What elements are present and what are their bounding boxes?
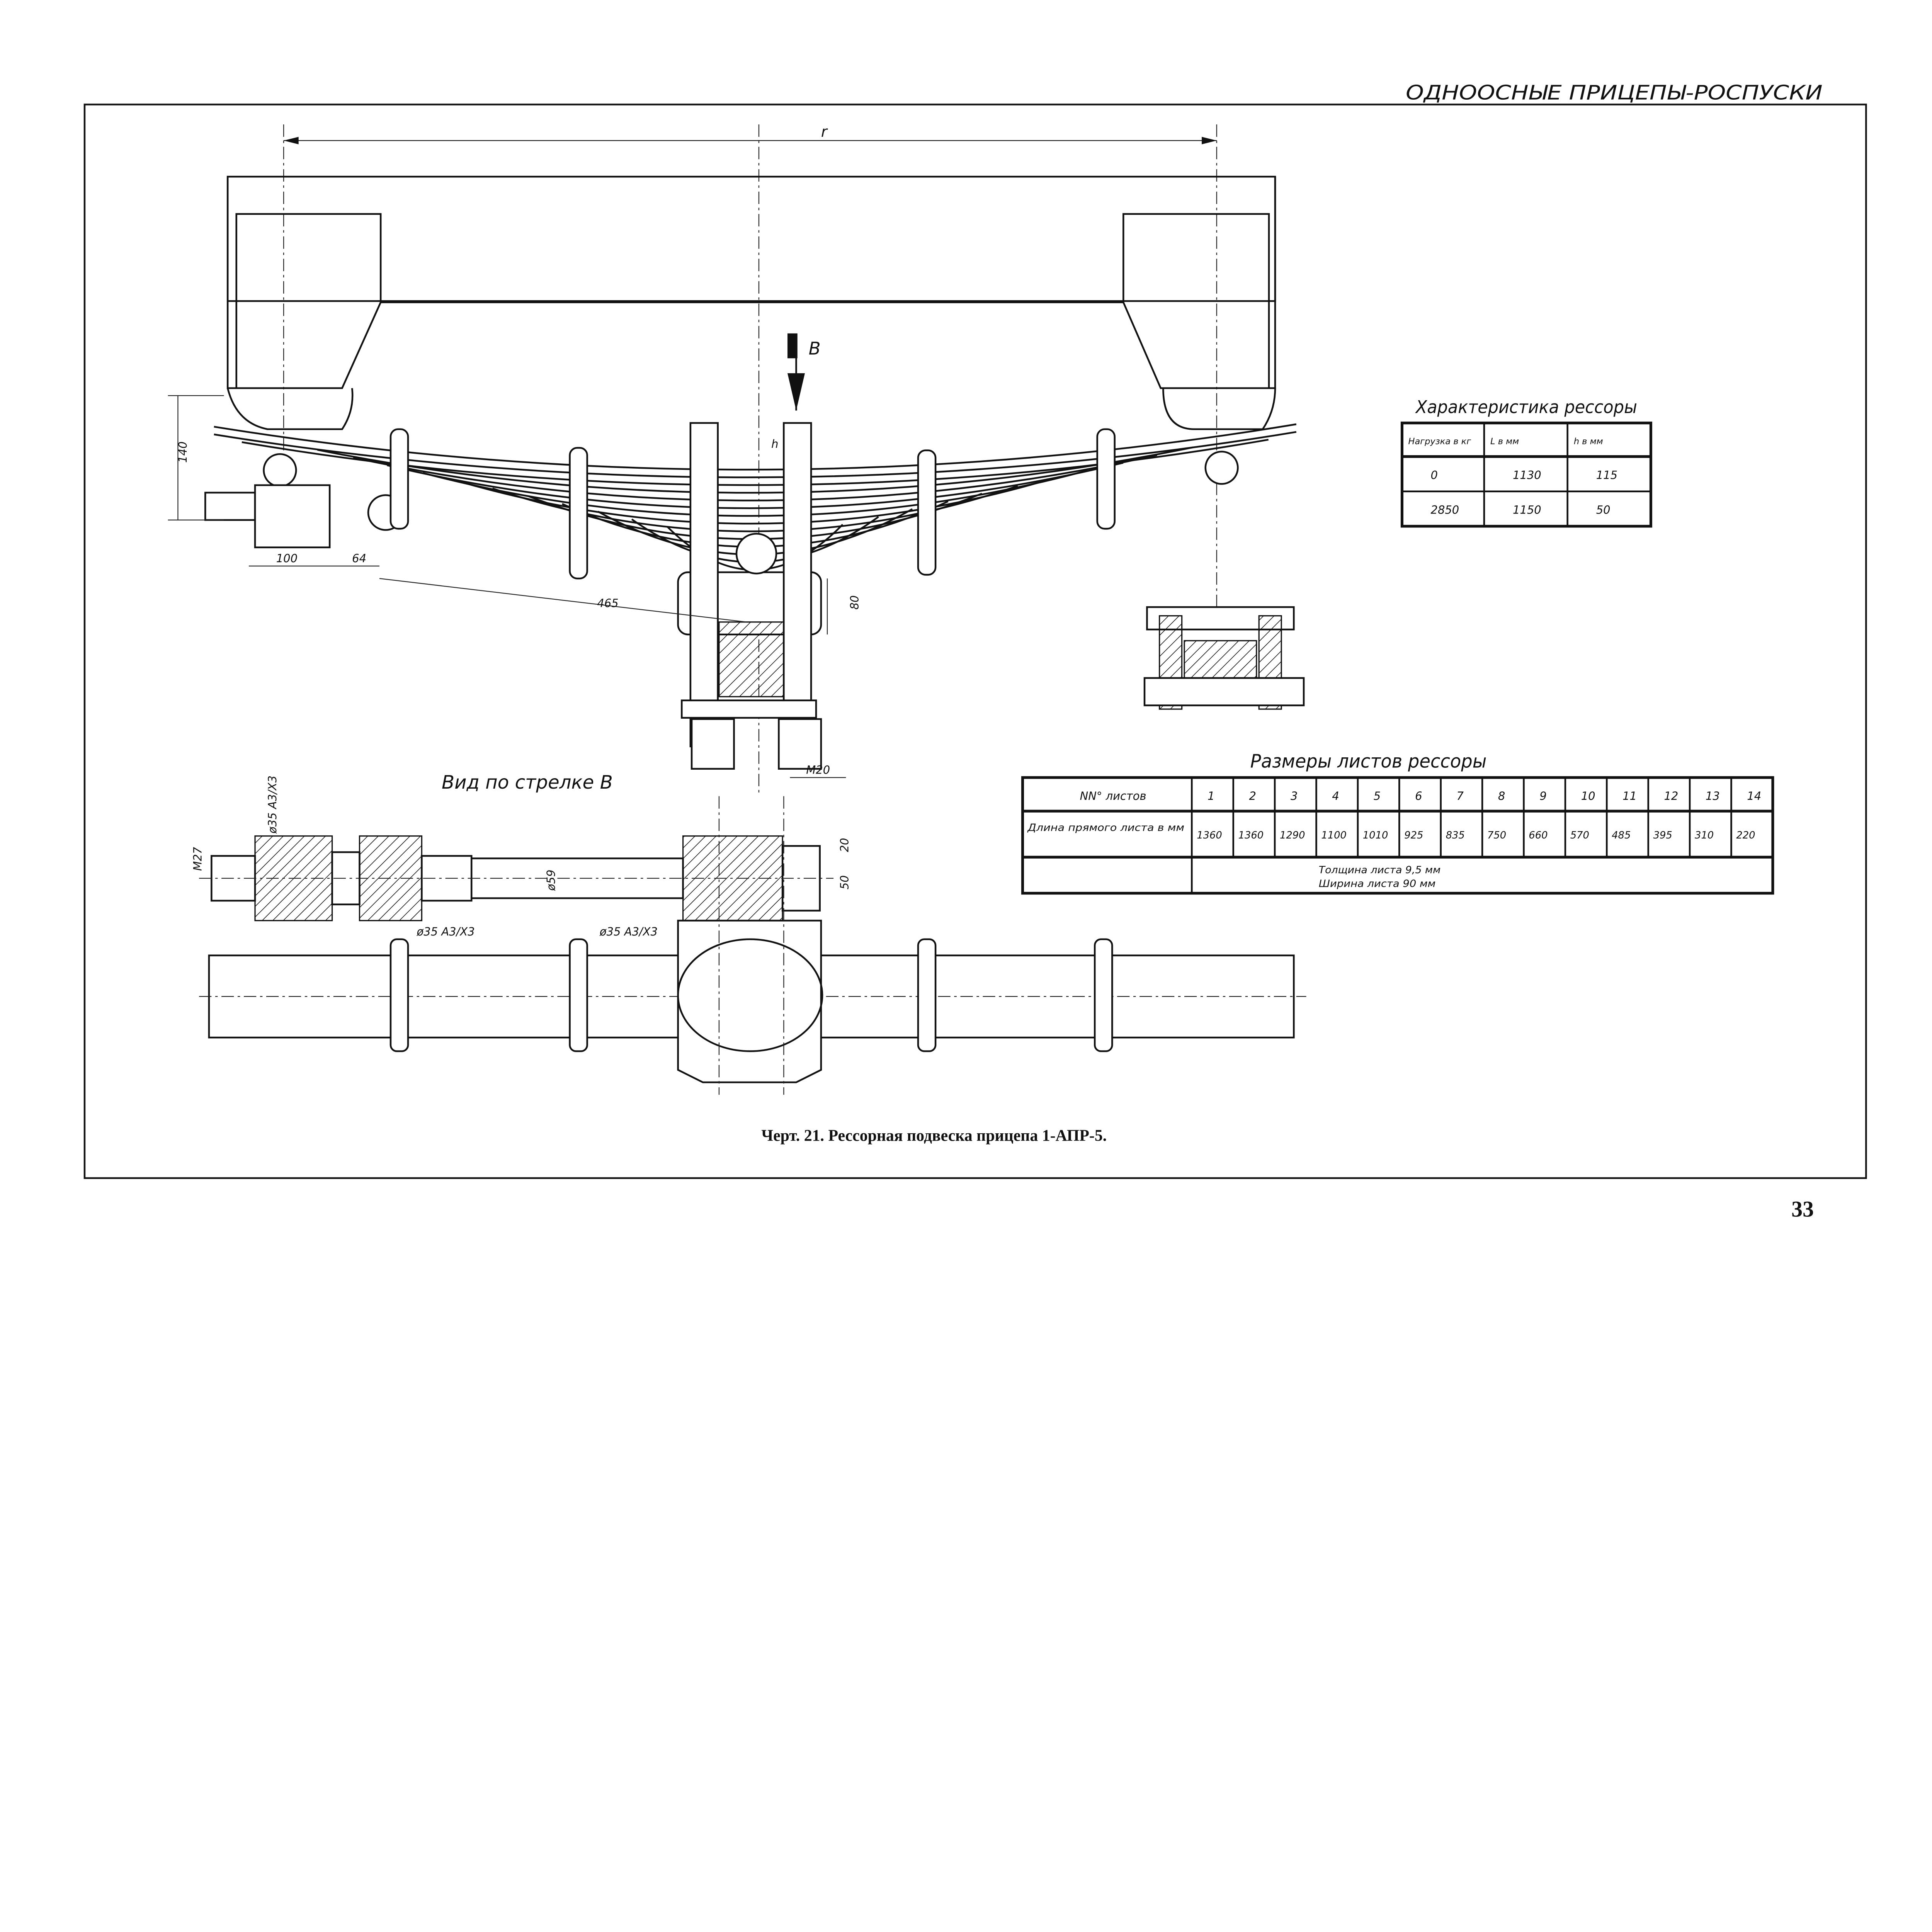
leaf-number: 11 xyxy=(1622,789,1637,803)
spring-leaf xyxy=(387,462,1124,509)
shackle-bolt xyxy=(204,492,256,521)
dimension-465: 465 xyxy=(597,597,618,610)
thread-m20: M20 xyxy=(806,764,830,777)
table-cell: 115 xyxy=(1596,469,1617,482)
table-cell: 1130 xyxy=(1513,469,1541,482)
row-label-lengths: Длина прямого листа в мм xyxy=(1027,822,1184,834)
leaf-length: 1360 xyxy=(1197,830,1222,841)
dimension-lines xyxy=(168,395,846,778)
dimension-64: 64 xyxy=(352,552,366,565)
leaf-thickness: Толщина листа 9,5 мм xyxy=(1319,864,1441,876)
fit-label-3: ø35 A3/X3 xyxy=(599,925,658,938)
frame-beam xyxy=(226,175,1276,430)
dimension-100: 100 xyxy=(276,552,298,565)
spring-eye-right xyxy=(1204,451,1239,485)
leaf-number: 5 xyxy=(1374,789,1381,803)
leaf-number: 14 xyxy=(1747,789,1761,803)
leaf-length: 1290 xyxy=(1280,830,1305,841)
dimension-20: 20 xyxy=(838,838,851,852)
leaf-number: 3 xyxy=(1291,789,1298,803)
leaf-dimensions-title: Размеры листов рессоры xyxy=(1250,750,1487,772)
drawing-frame xyxy=(83,104,1867,1179)
leaf-length: 750 xyxy=(1487,830,1506,841)
spring-leaf xyxy=(214,423,1297,471)
row-label-numbers: NN° листов xyxy=(1080,789,1146,803)
table-cell: 0 xyxy=(1431,469,1438,482)
leaf-length: 570 xyxy=(1570,830,1589,841)
fit-label-2: ø35 A3/X3 xyxy=(417,925,475,938)
leaf-number: 10 xyxy=(1581,789,1595,803)
fit-label-1: ø35 A3/X3 xyxy=(266,776,279,834)
leaf-number: 2 xyxy=(1249,789,1256,803)
leaf-length: 395 xyxy=(1653,830,1672,841)
bracket xyxy=(254,484,331,548)
spring-leaf xyxy=(353,454,1157,502)
shaft-plan-view xyxy=(199,835,834,922)
leaf-number: 9 xyxy=(1539,789,1546,803)
spring-leaf xyxy=(214,431,1297,478)
dimension-r: r xyxy=(821,123,828,141)
table-cell: 1150 xyxy=(1513,503,1541,517)
leaf-number: 1 xyxy=(1208,789,1214,803)
leaf-number: 8 xyxy=(1498,789,1505,803)
dimension-80: 80 xyxy=(848,595,861,610)
diameter-59: ø59 xyxy=(544,870,558,891)
leaf-number: 13 xyxy=(1706,789,1720,803)
spring-eye-left xyxy=(263,453,297,488)
spring-clamps xyxy=(389,428,1116,580)
axle-plan-view xyxy=(199,796,1306,1095)
arrow-b-label: B xyxy=(809,338,821,359)
dimension-140: 140 xyxy=(176,441,189,463)
dimension-50: 50 xyxy=(838,875,851,889)
u-bolt-assembly xyxy=(677,422,822,770)
leaf-number: 6 xyxy=(1415,789,1422,803)
leaf-number: 7 xyxy=(1457,789,1464,803)
leaf-length: 310 xyxy=(1695,830,1714,841)
column-header: Нагрузка в кг xyxy=(1408,436,1471,446)
running-title: ОДНООСНЫЕ ПРИЦЕПЫ-РОСПУСКИ xyxy=(1406,82,1823,105)
view-arrow-b xyxy=(787,333,805,411)
dimension-r-line xyxy=(284,137,1217,145)
spring-characteristics-table: Нагрузка в кг L в мм h в мм 0 1130 115 2850 115… xyxy=(1400,422,1652,528)
section-view xyxy=(1143,606,1305,710)
leaf-length: 1100 xyxy=(1321,830,1347,841)
view-label: Вид по стрелке В xyxy=(442,772,613,793)
table-cell: 2850 xyxy=(1431,503,1459,517)
page-number: 33 xyxy=(1791,1197,1814,1222)
spring-leaf xyxy=(317,446,1193,494)
spring-leaf xyxy=(422,469,1088,517)
leaf-length: 835 xyxy=(1446,830,1465,841)
table-cell: 50 xyxy=(1596,503,1611,517)
leaf-width: Ширина листа 90 мм xyxy=(1319,878,1436,890)
leaf-number: 12 xyxy=(1664,789,1679,803)
thread-m27: M27 xyxy=(191,847,204,871)
leaf-dimensions-table: 1 1360 2 1360 3 1290 4 1100 5 1010 6 925 7 835 8 750 9 66… xyxy=(1021,776,1774,895)
leaf-length: 1360 xyxy=(1238,830,1264,841)
leaf-length: 1010 xyxy=(1363,830,1388,841)
leaf-length: 485 xyxy=(1612,830,1631,841)
column-header: h в мм xyxy=(1574,436,1603,446)
leaf-number: 4 xyxy=(1332,789,1339,803)
column-header: L в мм xyxy=(1490,436,1519,446)
leaf-length: 660 xyxy=(1529,830,1548,841)
leaf-length: 220 xyxy=(1736,830,1755,841)
leaf-length: 925 xyxy=(1404,830,1423,841)
spring-characteristics-title: Характеристика рессоры xyxy=(1415,397,1637,417)
dimension-h: h xyxy=(771,437,778,451)
figure-caption: Черт. 21. Рессорная подвеска прицепа 1-А… xyxy=(761,1127,1107,1145)
